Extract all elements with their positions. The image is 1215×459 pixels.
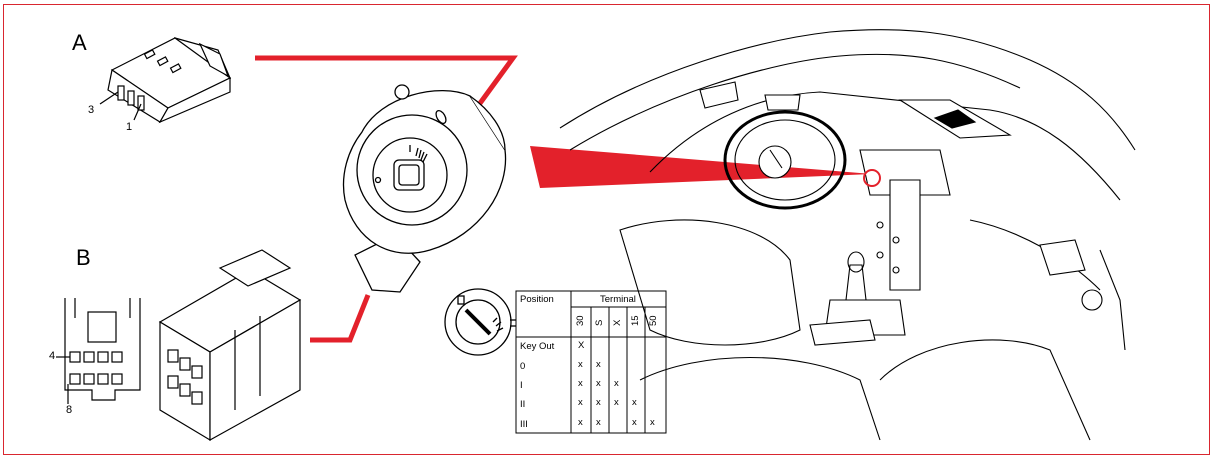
terminal-x: X	[612, 319, 623, 326]
mark-iii-30: x	[578, 417, 583, 428]
key-position-symbol	[444, 288, 516, 356]
terminal-15: 15	[630, 315, 641, 326]
car-interior-drawing	[559, 29, 1136, 441]
diagram-frame	[3, 4, 1210, 455]
ignition-switch-drawing	[342, 84, 507, 293]
mark-i-30: x	[578, 378, 583, 389]
table-position-header: Position	[520, 294, 554, 305]
pin-4-label: 4	[49, 350, 56, 362]
mark-iii-15: x	[632, 417, 637, 428]
row-iii-label: III	[520, 419, 528, 430]
mark-0-30: x	[578, 359, 583, 370]
mark-ii-x: x	[614, 397, 619, 408]
pin-8-label: 8	[66, 404, 73, 416]
mark-iii-50: x	[650, 417, 655, 428]
table-terminal-header: Terminal	[600, 294, 636, 305]
mark-iii-s: x	[596, 417, 601, 428]
row-key-out-label: Key Out	[520, 341, 555, 352]
mark-ii-30: x	[578, 397, 583, 408]
pin-1-label: 1	[126, 121, 133, 133]
mark-i-s: x	[596, 378, 601, 389]
mark-0-s: x	[596, 359, 601, 370]
connector-b-label: B	[76, 245, 91, 270]
row-0-label: 0	[520, 361, 526, 372]
row-ii-label: II	[520, 399, 526, 410]
pin-3-label: 3	[88, 104, 95, 116]
location-beam	[530, 146, 872, 188]
mark-ii-15: x	[632, 397, 637, 408]
terminal-table-grid	[515, 290, 667, 434]
connector-a-label: A	[72, 30, 87, 55]
connector-b-drawing	[56, 249, 302, 442]
terminal-s: S	[594, 319, 605, 326]
mark-keyout-30: X	[578, 340, 585, 351]
terminal-30: 30	[575, 315, 586, 326]
row-i-label: I	[520, 380, 523, 391]
callout-lines	[255, 55, 518, 343]
mark-i-x: x	[614, 378, 619, 389]
connector-a-drawing	[99, 37, 232, 124]
mark-ii-s: x	[596, 397, 601, 408]
terminal-50: 50	[648, 315, 659, 326]
